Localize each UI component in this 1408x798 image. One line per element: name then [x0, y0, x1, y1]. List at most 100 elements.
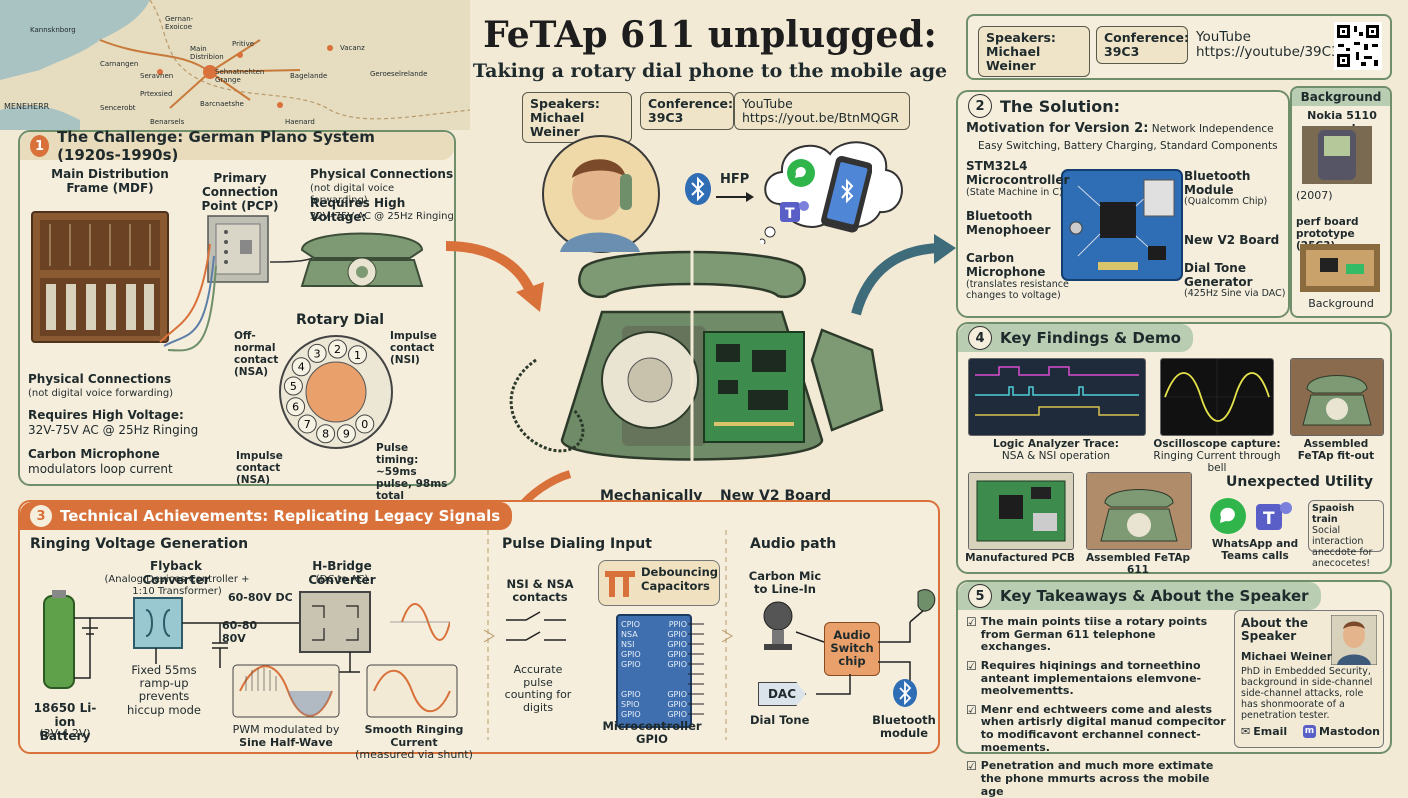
motivation-title: Motivation for Version 2: — [966, 121, 1149, 136]
dial-digit: 5 — [290, 380, 297, 393]
unexpected-title: Unexpected Utility — [1226, 474, 1374, 490]
phys-connections-sub: (not digital voice forwarding) — [310, 183, 395, 206]
nokia-photo — [1302, 126, 1372, 184]
speaker-portrait-illustration — [542, 135, 660, 253]
nsi-nsa-label: NSI & NSA contacts — [506, 577, 574, 605]
takeaways-panel: 5 Key Takeaways & About the Speaker ☑The… — [956, 580, 1392, 797]
logic-title: Logic Analyzer Trace: — [993, 438, 1119, 450]
assembled611-thumbnail — [1086, 472, 1192, 550]
mcu-pin-label: GPIO — [621, 710, 641, 719]
conference-value: 39C3 — [1104, 43, 1140, 59]
dial-tone-label: Dial Tone Generator — [1184, 261, 1253, 289]
smooth-label-sub: (measured via shunt) — [355, 748, 473, 762]
section-number: 1 — [30, 135, 50, 157]
map-city: Benarsels — [150, 118, 185, 126]
whatsapp-icon — [1210, 498, 1246, 534]
takeaway-item: ☑Requires hiqinings and torneethino ante… — [966, 658, 1228, 698]
carbon-sub: modulators loop current — [28, 462, 173, 476]
mcu-pin-label: GPIO — [667, 640, 687, 649]
stm-title: STM32L4 Microcontroller — [966, 159, 1070, 187]
dial-digit: 4 — [298, 361, 305, 374]
checkbox-icon: ☑ — [966, 658, 977, 673]
solution-pcb-illustration — [1061, 169, 1183, 281]
dial-digit: 9 — [343, 428, 350, 441]
section-title: Key Takeaways & About the Speaker — [1000, 587, 1309, 605]
youtube-link[interactable]: https://yout.be/BtnMQGR — [742, 109, 899, 125]
map-city: Carnangen — [100, 60, 139, 68]
technical-header: 3 Technical Achievements: Replicating Le… — [20, 502, 513, 530]
dial-digit: 2 — [334, 343, 341, 356]
assembled-caption: Assembled FeTAp fit-out — [1297, 438, 1375, 463]
background-title: Background — [1292, 88, 1390, 106]
dial-digit: 3 — [314, 347, 321, 360]
youtube-link[interactable]: https://youtube/39C3 — [1196, 43, 1340, 60]
pulse-timing-label: Pulse timing: ~59ms pulse, 98ms total — [376, 442, 448, 503]
section-title: Key Findings & Demo — [1000, 329, 1181, 347]
debounce-label: Debouncing Capacitors — [641, 565, 719, 593]
technical-panel: 3 Technical Achievements: Replicating Le… — [18, 500, 940, 761]
conference-value: 39C3 — [648, 109, 684, 125]
voltage-sub-2: 32V-75V AC @ 25Hz Ringing — [28, 423, 199, 437]
carbon-mic-label: Carbon Mic to Line-In — [748, 569, 822, 597]
about-title: About the Speaker — [1241, 616, 1308, 644]
mcu-pin-label — [621, 670, 641, 680]
page-title: FeTAp 611 unplugged: — [483, 14, 937, 56]
dial-digit: 1 — [354, 349, 361, 362]
mdf-cabinet-illustration — [31, 211, 169, 343]
oscilloscope-thumbnail — [1160, 358, 1274, 436]
map-city: Barcnaetshe — [200, 100, 244, 108]
spanish-title: Spaoish train — [1312, 503, 1355, 525]
speakers-value: Michael Weiner — [530, 109, 585, 139]
conference-label: Conference: — [1104, 30, 1190, 45]
svg-text:T: T — [785, 206, 795, 222]
findings-header: 4 Key Findings & Demo — [958, 324, 1193, 352]
carbon-sub: (translates resistance changes to voltag… — [966, 279, 1069, 301]
mcu-pins — [688, 623, 704, 715]
audio-switch-label: Audio Switch chip — [830, 628, 874, 669]
youtube-box[interactable]: YouTube https://youtube/39C3 — [1196, 30, 1340, 60]
pcp-label: Primary Connection Point (PCP) — [201, 171, 279, 213]
about-bio: PhD in Embedded Security, background in … — [1241, 666, 1373, 721]
whatsapp-icon — [787, 159, 815, 187]
qr-code-icon[interactable] — [1334, 22, 1382, 70]
dial-tone-label: Dial Tone — [750, 713, 810, 727]
map-city: Bagelande — [290, 72, 328, 80]
dial-hole — [283, 376, 303, 396]
mastodon-text: Mastodon — [1319, 725, 1380, 738]
audio-switch-box: Audio Switch chip — [824, 622, 880, 676]
map-city: Pritive — [232, 40, 255, 48]
section-number: 3 — [30, 505, 52, 527]
bt-module-sub: (Qualcomm Chip) — [1184, 196, 1268, 207]
assembled-phone-thumbnail — [1290, 358, 1384, 436]
osc-title: Oscilloscope capture: — [1153, 438, 1281, 450]
carbon-title: Carbon Microphone — [28, 447, 160, 461]
audio-path-wires — [795, 589, 936, 695]
section-number: 5 — [968, 584, 992, 608]
arrow-challenge-to-phone — [445, 241, 544, 312]
speakers-value: Michael Weiner — [986, 43, 1041, 73]
section-title: The Challenge: German Plano System (1920… — [57, 128, 375, 164]
youtube-box[interactable]: YouTube https://yout.be/BtnMQGR — [734, 92, 910, 130]
section-title: The Solution: — [1000, 96, 1121, 116]
teams-icon: T — [1256, 502, 1292, 530]
takeaway-text: Penetration and much more extimate the p… — [980, 759, 1214, 798]
map-city: Haenard — [285, 118, 315, 126]
section-title: Technical Achievements: Replicating Lega… — [60, 507, 501, 525]
mcu-pin-label — [667, 670, 687, 680]
mcu-pin-label: NSI — [621, 640, 635, 649]
bt-module-label: Bluetooth Module — [1184, 169, 1251, 197]
voltage-title: Requires High Voltage: — [310, 196, 406, 224]
top-info-bar: Speakers: Michael Weiner Conference: 39C… — [966, 14, 1392, 80]
section-number: 2 — [968, 94, 992, 118]
logic-caption: Logic Analyzer Trace: NSA & NSI operatio… — [968, 438, 1144, 462]
mdf-label: Main Distribution Frame (MDF) — [51, 167, 169, 195]
hbridge-sub: (DC to AC) — [315, 574, 369, 585]
fixed-rampup-label: Fixed 55ms ramp-up prevents hiccup mode — [127, 663, 201, 717]
email-link[interactable]: ✉Email — [1241, 725, 1287, 738]
mcu-pin-label: GPIO — [667, 660, 687, 669]
map-city: Seravnen — [140, 72, 174, 80]
email-text: Email — [1253, 725, 1288, 738]
dial-digit: 6 — [292, 401, 299, 414]
teams-icon: T — [780, 201, 809, 222]
